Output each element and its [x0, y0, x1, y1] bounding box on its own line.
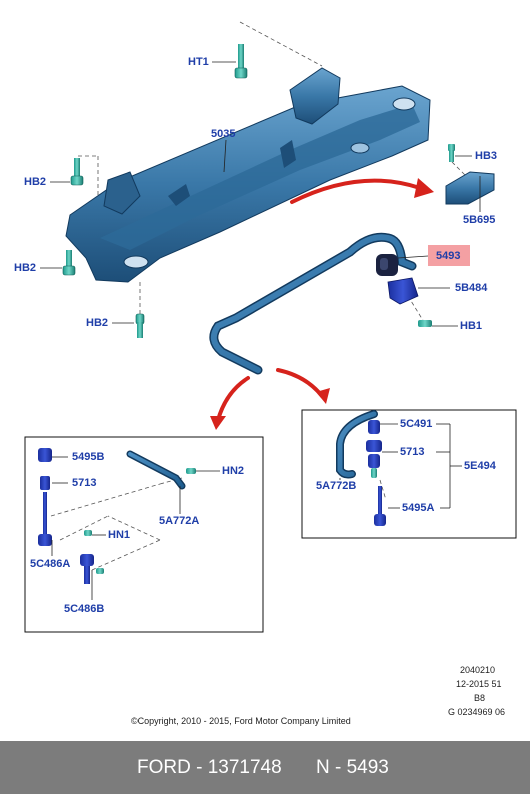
label-5c491[interactable]: 5C491 — [400, 418, 433, 430]
bolt-hb2-bottom — [135, 313, 145, 338]
label-hb1[interactable]: HB1 — [460, 320, 483, 332]
footer-brand-part: FORD - 1371748 — [137, 757, 282, 778]
meta-code-1: 2040210 — [460, 665, 496, 675]
label-ht1[interactable]: HT1 — [188, 56, 209, 68]
meta-code-3: B8 — [474, 693, 486, 703]
label-hn2[interactable]: HN2 — [222, 465, 245, 477]
label-5713-left[interactable]: 5713 — [72, 477, 97, 489]
highlight-5493 — [428, 245, 470, 266]
label-5b695[interactable]: 5B695 — [463, 214, 496, 226]
label-5c486b[interactable]: 5C486B — [64, 603, 105, 615]
bolts — [62, 44, 455, 338]
bolt-hb2-mid — [62, 250, 76, 276]
footer-ref: N - 5493 — [316, 757, 389, 778]
label-hn1[interactable]: HN1 — [108, 529, 131, 541]
label-hb2-mid[interactable]: HB2 — [14, 262, 37, 274]
subframe-5035 — [65, 67, 431, 283]
bracket-5b695 — [445, 171, 495, 205]
label-5b484[interactable]: 5B484 — [455, 282, 488, 294]
meta-code-2: 12-2015 51 — [456, 679, 502, 689]
label-5e494[interactable]: 5E494 — [464, 460, 496, 472]
bolt-hb2-top — [70, 158, 84, 186]
label-5a772b[interactable]: 5A772B — [316, 480, 357, 492]
bushing-5493 — [376, 254, 398, 276]
detail-right-parts — [336, 410, 386, 526]
clamp-5b484 — [387, 277, 419, 305]
label-hb2-bottom[interactable]: HB2 — [86, 317, 109, 329]
bolt-ht1 — [234, 44, 248, 79]
label-hb3[interactable]: HB3 — [475, 150, 498, 162]
label-5495b[interactable]: 5495B — [72, 451, 105, 463]
footer-bar: FORD - 1371748 N - 5493 — [0, 741, 530, 794]
label-5035[interactable]: 5035 — [211, 128, 236, 140]
detail-box-right — [301, 409, 517, 539]
leader-lines — [40, 61, 481, 600]
label-5713-right[interactable]: 5713 — [400, 446, 425, 458]
copyright-text: ©Copyright, 2010 - 2015, Ford Motor Comp… — [131, 716, 351, 726]
label-5495a[interactable]: 5495A — [402, 502, 435, 514]
stabilizer-bar-main — [209, 232, 417, 375]
bolt-hb1 — [418, 320, 432, 327]
label-hb2-top[interactable]: HB2 — [24, 176, 47, 188]
bolt-hb3 — [448, 144, 455, 162]
label-5493[interactable]: 5493 — [436, 250, 461, 262]
label-5a772a[interactable]: 5A772A — [159, 515, 200, 527]
guide-lines — [50, 21, 467, 571]
detail-left-parts — [38, 448, 196, 584]
detail-box-left — [24, 436, 264, 633]
label-5c486a[interactable]: 5C486A — [30, 558, 71, 570]
meta-code-4: G 0234969 06 — [448, 707, 506, 717]
arrow-heads — [210, 178, 434, 430]
